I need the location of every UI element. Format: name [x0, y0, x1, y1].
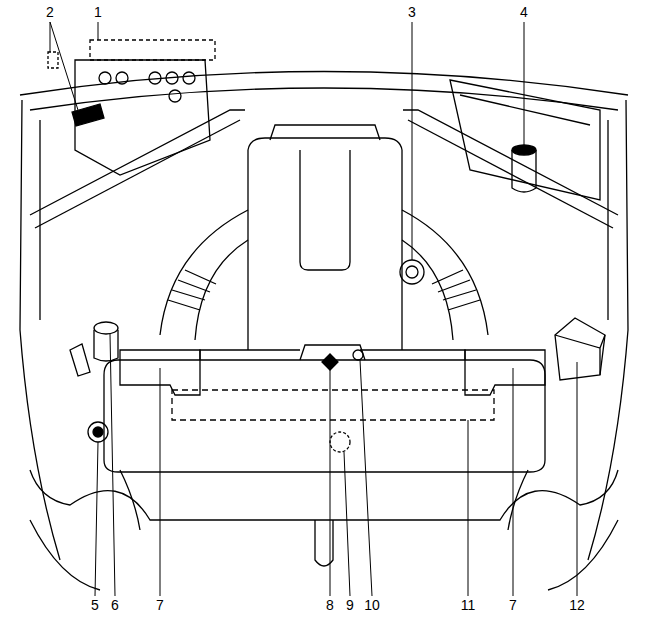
intake-tube-right [402, 210, 488, 335]
leader-line [160, 368, 161, 596]
cowl-line [20, 72, 628, 96]
leader-line [98, 22, 99, 40]
callout-number: 7 [508, 598, 518, 612]
callout-number: 6 [110, 598, 120, 612]
leader-line [513, 368, 514, 596]
oil-filler-cap [406, 266, 418, 278]
washer-cap [88, 422, 108, 442]
hidden-part-outline [172, 390, 494, 420]
engine-cover [248, 138, 402, 350]
callout-number: 3 [407, 5, 417, 19]
leader-line [360, 360, 372, 596]
leader-line [344, 452, 350, 596]
fuse-link-outline [48, 52, 58, 68]
callout-number: 8 [325, 598, 335, 612]
strut-right [403, 110, 618, 215]
leader-line [577, 362, 578, 596]
leader-line [330, 370, 331, 596]
bay-right [450, 80, 600, 200]
leader-line [412, 22, 413, 260]
intake-ribs [432, 270, 480, 310]
oil-filler-cap [400, 260, 424, 284]
battery-cell [166, 72, 178, 84]
fender-left [39, 120, 40, 320]
leader-line [524, 22, 525, 145]
strut-right [408, 120, 613, 228]
callout-number: 10 [363, 598, 381, 612]
callout-number: 9 [345, 598, 355, 612]
bracket [70, 344, 90, 376]
engine-cover-panel [300, 150, 350, 270]
radiator-support [104, 360, 545, 472]
fender-left [20, 100, 60, 560]
fender-right [607, 120, 608, 320]
leader-line [110, 334, 115, 596]
callout-number: 12 [568, 598, 586, 612]
callout-number: 7 [155, 598, 165, 612]
front-bumper [30, 470, 618, 520]
radiator-cap [322, 354, 338, 370]
battery-cell [116, 72, 128, 84]
battery-outline [90, 40, 215, 60]
intake-ribs [168, 270, 216, 310]
washer-cap [93, 427, 103, 437]
hidden-cap-outline [330, 432, 350, 452]
strut-left [30, 110, 245, 215]
brake-reservoir-cap [94, 322, 118, 334]
reservoir-body [512, 150, 536, 192]
bumper-corner [30, 520, 618, 590]
leader-line [468, 420, 469, 596]
callout-number: 5 [90, 598, 100, 612]
intake-tube-left [160, 210, 248, 335]
callout-number: 1 [93, 5, 103, 19]
battery-cell [149, 72, 161, 84]
callout-number: 11 [460, 598, 477, 612]
battery-cell [183, 72, 195, 84]
intake-tube-right [402, 240, 453, 340]
fuse-box [555, 335, 605, 375]
battery-cell [169, 90, 181, 102]
leader-lines [50, 22, 577, 596]
reservoir-cap [512, 145, 536, 155]
cowl-line [30, 88, 618, 110]
bay-right [460, 95, 590, 125]
air-cleaner-right [465, 350, 545, 395]
callout-number: 2 [45, 5, 55, 19]
leader-line [95, 442, 98, 596]
fuse-box [555, 318, 605, 380]
callout-number: 4 [519, 5, 529, 19]
small-cap [353, 350, 363, 360]
battery-cell [99, 72, 111, 84]
leader-line [50, 22, 78, 110]
engine-cover [270, 125, 380, 140]
headlight-edge [120, 470, 528, 530]
